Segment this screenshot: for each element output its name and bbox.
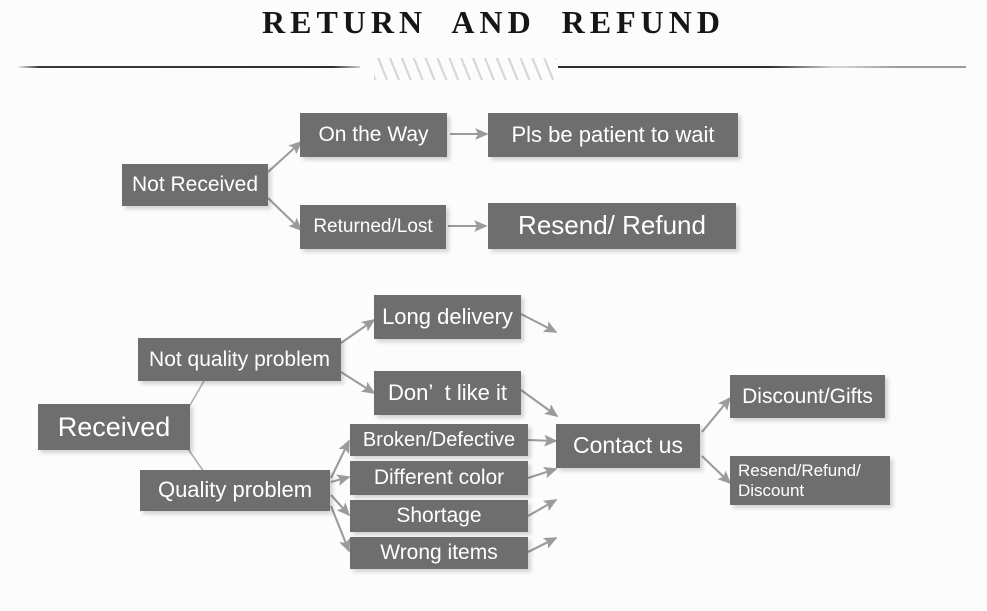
arrow-quality-to-wrong-items (330, 505, 351, 553)
node-wrong-items[interactable]: Wrong items (350, 537, 528, 569)
hatched-divider-icon (374, 58, 556, 80)
arrow-dont-like-it-to-contact-us (520, 389, 559, 417)
node-received[interactable]: Received (38, 404, 190, 450)
node-different-color[interactable]: Different color (350, 461, 528, 495)
arrow-quality-to-different-color (330, 474, 351, 486)
arrow-wrong-items-to-contact-us (527, 537, 558, 553)
divider-line-left (18, 66, 360, 68)
arrow-different-color-to-contact-us (527, 467, 558, 479)
node-pls-be-patient-to-wait[interactable]: Pls be patient to wait (488, 113, 738, 157)
node-discount-gifts[interactable]: Discount/Gifts (730, 375, 885, 418)
node-not-received[interactable]: Not Received (122, 164, 268, 206)
node-dont-like-it[interactable]: Don’ t like it (374, 371, 521, 415)
arrow-contact-us-to-discount-gifts (701, 396, 732, 433)
node-on-the-way[interactable]: On the Way (300, 113, 447, 157)
arrow-not-received-to-on-the-way (267, 140, 303, 173)
arrow-broken-defective-to-contact-us (527, 434, 558, 447)
node-quality-problem[interactable]: Quality problem (140, 470, 330, 511)
connector-received-to-quality (185, 445, 205, 473)
arrow-quality-to-shortage (330, 494, 351, 517)
node-resend-refund[interactable]: Resend/ Refund (488, 203, 736, 249)
node-returned-lost[interactable]: Returned/Lost (300, 205, 446, 249)
decorative-divider (0, 58, 987, 80)
node-broken-defective[interactable]: Broken/Defective (350, 424, 528, 456)
arrow-not-received-to-returned-lost (267, 197, 303, 232)
arrow-shortage-to-contact-us (527, 499, 558, 517)
arrow-not-quality-to-dont-like-it (340, 371, 376, 394)
arrow-contact-us-to-resend-refund-discount (701, 455, 732, 485)
node-long-delivery[interactable]: Long delivery (374, 295, 521, 339)
node-contact-us[interactable]: Contact us (556, 424, 700, 468)
arrow-not-quality-to-long-delivery (340, 319, 376, 344)
node-resend-refund-discount[interactable]: Resend/Refund/ Discount (730, 456, 890, 505)
node-shortage[interactable]: Shortage (350, 500, 528, 532)
node-not-quality-problem[interactable]: Not quality problem (138, 338, 341, 381)
divider-line-right (558, 66, 966, 68)
arrow-quality-to-broken-defective (330, 439, 350, 479)
page-title: RETURN AND REFUND (261, 4, 725, 40)
arrow-long-delivery-out (520, 313, 558, 333)
